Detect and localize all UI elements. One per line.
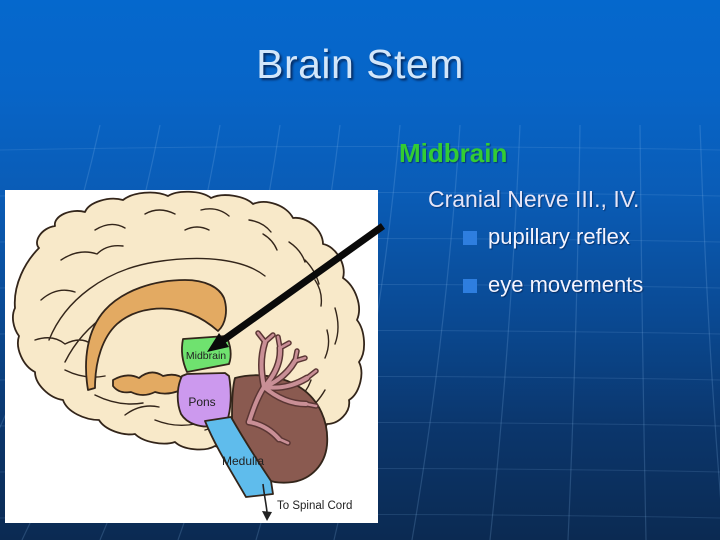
pons-region	[176, 372, 232, 428]
heading-midbrain: Midbrain	[399, 138, 508, 168]
label-to-spinal-cord: To Spinal Cord	[277, 500, 352, 512]
bullet-square-icon	[463, 231, 477, 245]
label-medulla: Medulla	[222, 454, 264, 468]
brain-sagittal-svg: Midbrain Pons Medulla To Spinal Cord	[12, 190, 365, 521]
slide-title: Brain Stem	[256, 41, 464, 87]
bullet-label: eye movements	[488, 272, 644, 297]
subheading-cranial-nerve: Cranial Nerve III., IV.	[428, 186, 640, 212]
medulla-region	[204, 416, 274, 498]
label-pons: Pons	[188, 395, 215, 409]
label-midbrain: Midbrain	[186, 350, 226, 362]
spinal-cord-arrowhead	[262, 511, 272, 521]
bullet-label: pupillary reflex	[488, 224, 630, 249]
bullet-square-icon	[463, 279, 477, 293]
bullet-item-eye-movements: eye movements	[463, 272, 643, 298]
temporal-stem	[112, 371, 186, 396]
brain-diagram-image: Midbrain Pons Medulla To Spinal Cord	[5, 190, 378, 523]
bullet-item-pupillary-reflex: pupillary reflex	[463, 224, 630, 250]
spinal-cord-arrow	[262, 483, 268, 513]
